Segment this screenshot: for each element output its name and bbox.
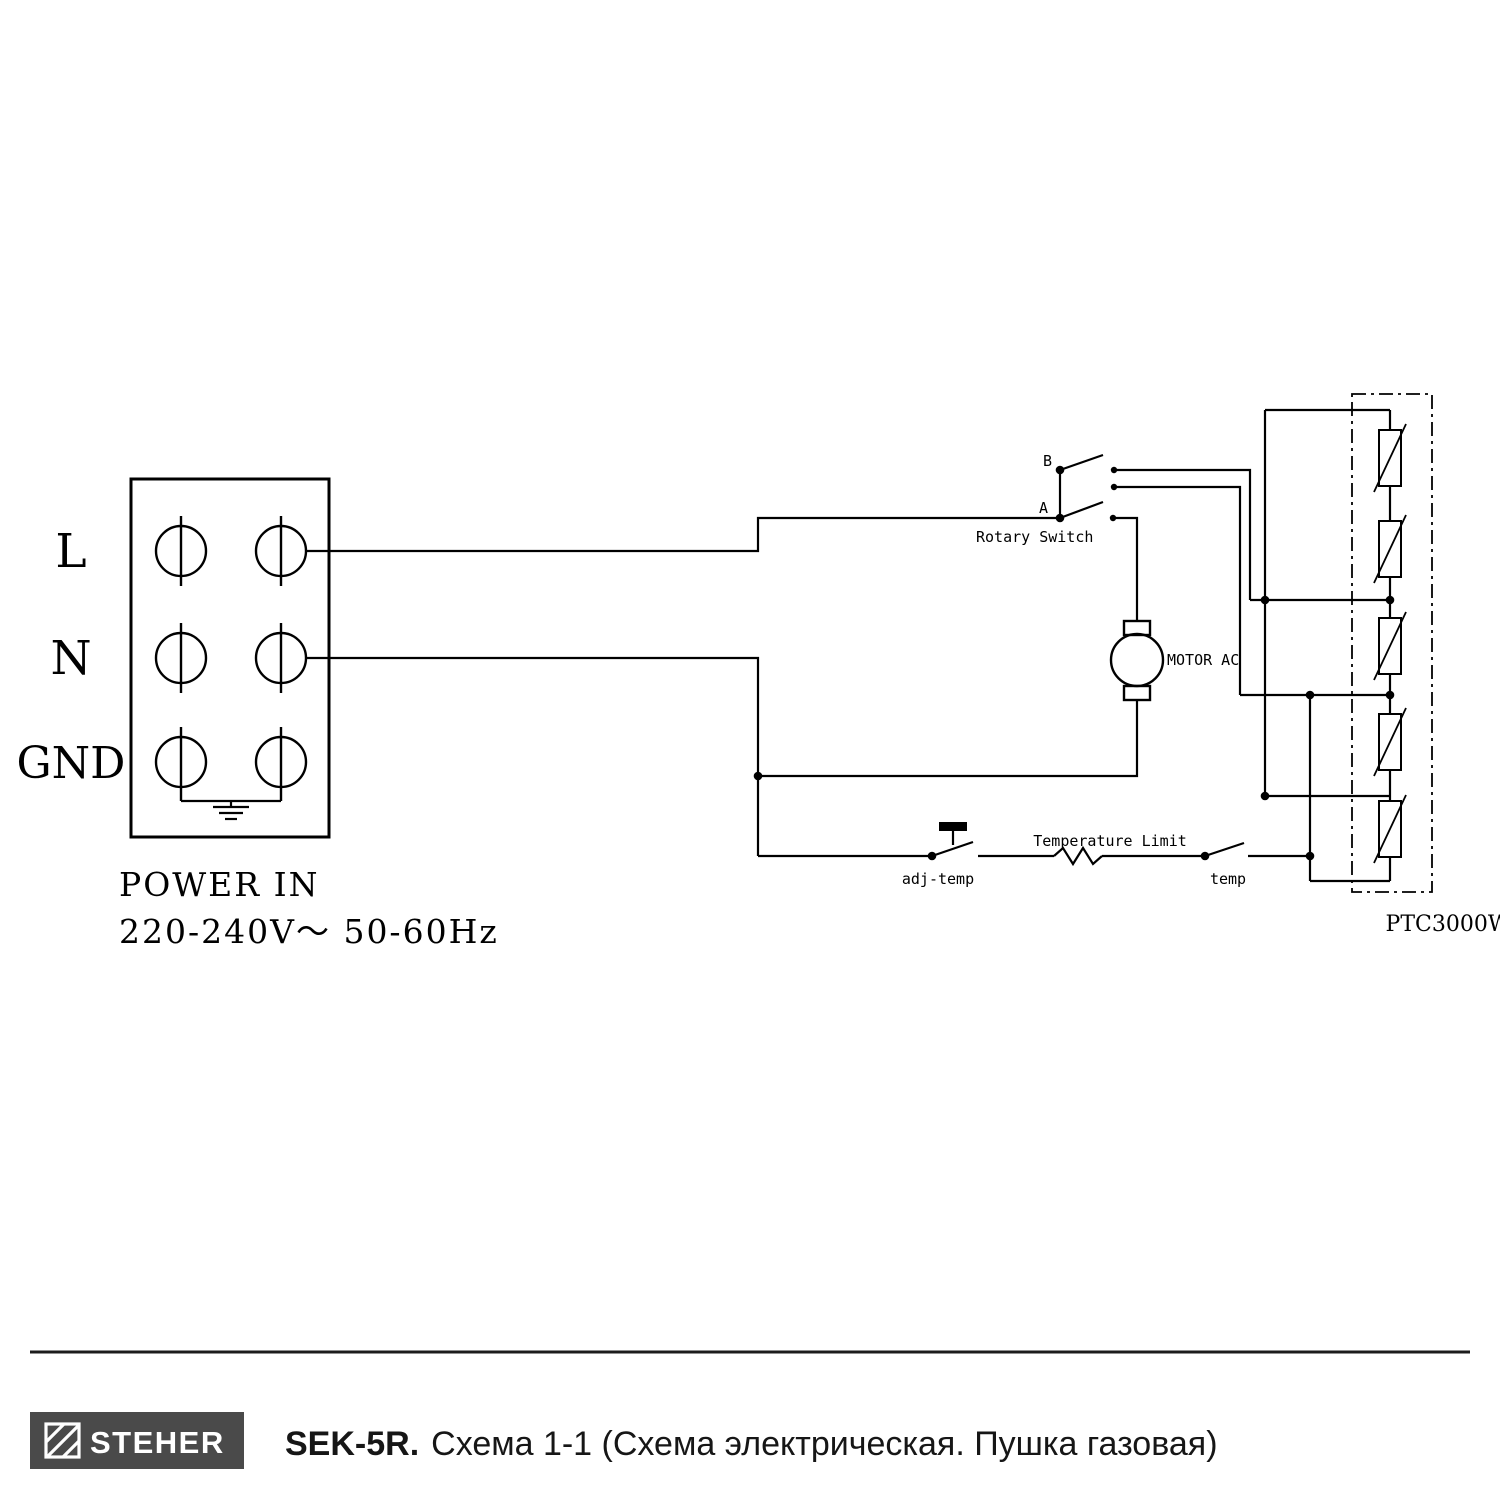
junction-dot xyxy=(1305,851,1315,861)
wire-motor-return xyxy=(758,700,1139,778)
adj-temp-actuator xyxy=(939,822,967,831)
ptc-heater-bank: PTC3000W xyxy=(1240,393,1500,937)
rotary-label-a: A xyxy=(1039,499,1048,517)
terminal-l-left xyxy=(154,516,208,586)
junction-dot xyxy=(1260,595,1270,605)
terminal-l-right xyxy=(254,516,308,586)
ptc-power-label: PTC3000W xyxy=(1386,912,1500,937)
adj-temp-blade xyxy=(931,840,974,858)
rotary-label-b: B xyxy=(1043,452,1052,470)
wire-a-to-motor xyxy=(1113,516,1139,621)
terminal-gnd-left xyxy=(154,727,208,801)
label-N: N xyxy=(50,631,91,686)
heater-enclosure xyxy=(1351,393,1433,893)
temp-label: temp xyxy=(1210,870,1246,888)
junction-dot xyxy=(1385,690,1395,700)
junction-dot xyxy=(1305,690,1315,700)
rotary-blade-a xyxy=(1059,500,1104,520)
label-L: L xyxy=(55,524,86,579)
temperature-limit-label: Temperature Limit xyxy=(1033,832,1187,850)
wiring xyxy=(306,516,1310,858)
rotary-blade-b xyxy=(1059,453,1104,472)
adj-temp-label: adj-temp xyxy=(902,870,974,888)
motor-label: MOTOR AC xyxy=(1167,651,1239,669)
ptc-element-1 xyxy=(1373,423,1407,493)
terminal-n-right xyxy=(254,623,308,693)
rotary-switch-label: Rotary Switch xyxy=(976,528,1093,546)
terminal-block: L N GND xyxy=(17,477,331,839)
power-in-spec: 220-240V～ 50-60Hz xyxy=(119,912,499,951)
ptc-element-5 xyxy=(1373,794,1407,864)
junction-dot xyxy=(753,771,763,781)
wire-line-L xyxy=(306,516,1056,553)
footer-model: SEK-5R. xyxy=(285,1425,419,1463)
wire-b1-out xyxy=(1114,468,1252,600)
temp-blade xyxy=(1204,841,1245,858)
footer-scheme-title: Схема 1-1 (Схема электрическая. Пушка га… xyxy=(431,1425,1217,1463)
motor-body xyxy=(1109,632,1165,688)
ptc-element-4 xyxy=(1373,707,1407,777)
terminal-gnd-right xyxy=(254,727,308,801)
ground-symbol xyxy=(181,799,281,821)
footer: STEHER SEK-5R. Схема 1-1 (Схема электриче… xyxy=(30,1350,1470,1469)
thermal-cutoff-icon xyxy=(1053,845,1103,867)
motor-terminal-bottom xyxy=(1122,684,1152,702)
motor-ac: MOTOR AC xyxy=(1109,619,1239,702)
wire-b2-out xyxy=(1114,485,1242,695)
junction-dot xyxy=(1385,595,1395,605)
temperature-limit: adj-temp Temperature Limit temp xyxy=(902,822,1246,888)
rotary-switch: B A Rotary Switch xyxy=(976,452,1252,695)
power-in-title: POWER IN xyxy=(119,865,320,904)
logo-brand-text: STEHER xyxy=(90,1425,225,1460)
footer-caption: SEK-5R. Схема 1-1 (Схема электрическая. П… xyxy=(285,1425,1218,1463)
ptc-element-3 xyxy=(1373,611,1407,681)
ptc-element-2 xyxy=(1373,514,1407,584)
wire-line-N xyxy=(306,656,760,856)
steher-logo-icon xyxy=(44,1422,81,1459)
label-GND: GND xyxy=(17,738,126,789)
terminal-n-left xyxy=(154,623,208,693)
junction-dot xyxy=(1260,791,1270,801)
